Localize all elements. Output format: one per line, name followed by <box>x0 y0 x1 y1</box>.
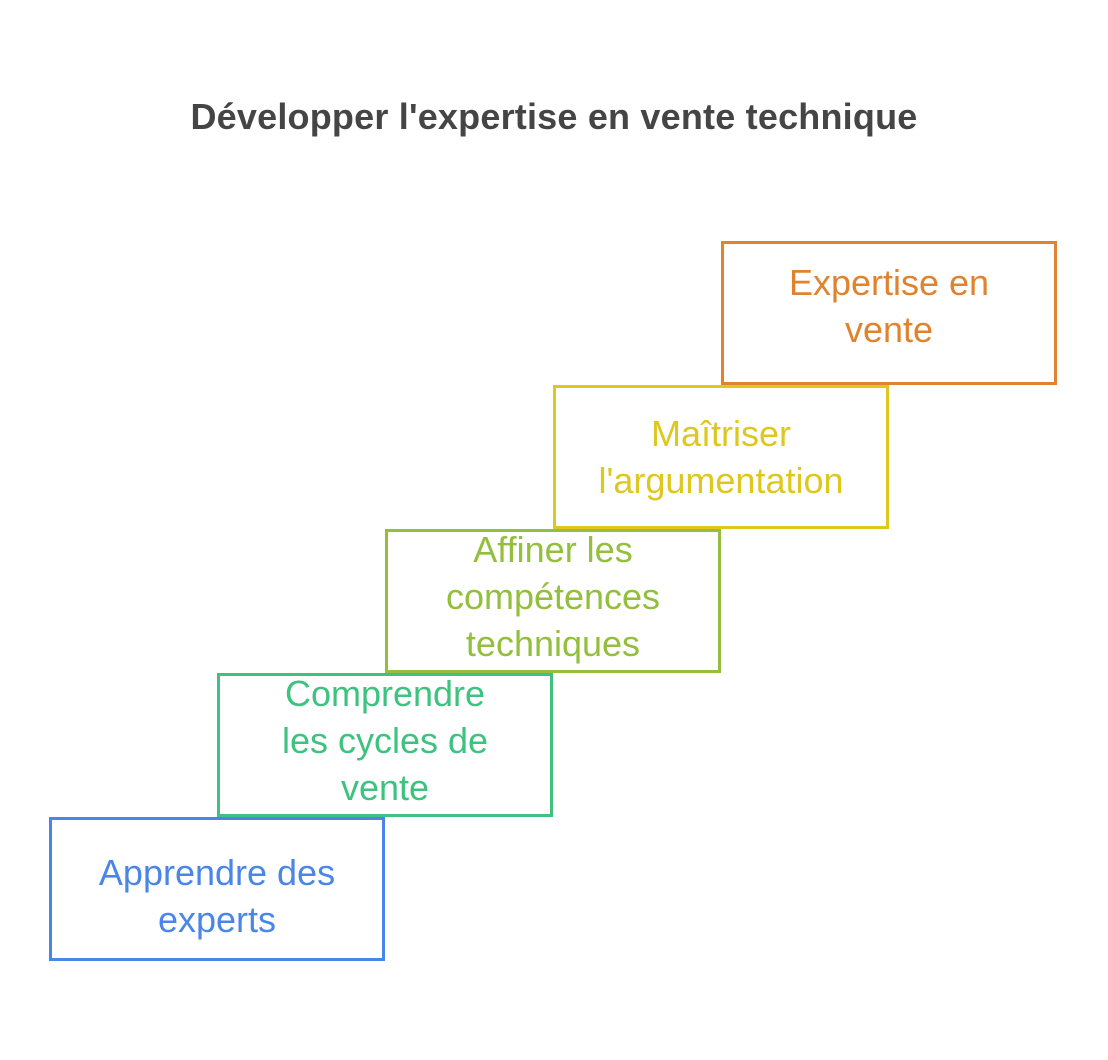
step-label: Comprendre les cycles de vente <box>281 672 489 808</box>
step-label: Affiner les compétences techniques <box>445 528 661 664</box>
step-sales-expertise: Expertise en vente <box>721 241 1057 385</box>
step-label: Expertise en vente <box>788 262 990 350</box>
step-refine-technical-skills: Affiner les compétences techniques <box>385 529 721 673</box>
step-label: Maîtriser l'argumentation <box>598 413 844 501</box>
step-master-argumentation: Maîtriser l'argumentation <box>553 385 889 529</box>
step-label: Apprendre des experts <box>98 852 336 940</box>
step-understand-sales-cycles: Comprendre les cycles de vente <box>217 673 553 817</box>
diagram-title: Développer l'expertise en vente techniqu… <box>190 96 918 137</box>
step-learn-from-experts: Apprendre des experts <box>49 817 385 961</box>
